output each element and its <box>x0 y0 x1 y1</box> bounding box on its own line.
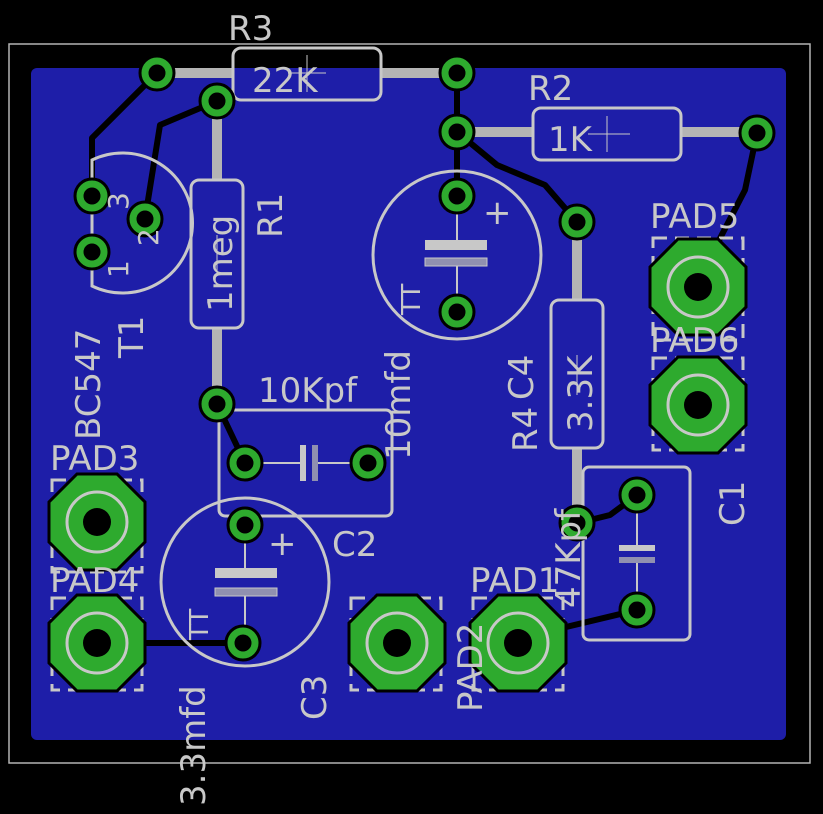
trace-r2-r4 <box>454 129 580 225</box>
pad4-label: PAD4 <box>50 561 139 601</box>
pad1-label: PAD1 <box>470 561 559 601</box>
r3-name: R3 <box>228 9 273 49</box>
pad3 <box>47 472 147 572</box>
pad5 <box>648 237 748 337</box>
c4-tt: TT <box>397 284 427 316</box>
c2-outline <box>217 408 394 518</box>
pad6-label: PAD6 <box>650 321 739 361</box>
c4-name: C4 <box>502 355 542 400</box>
r2-value: 1K <box>548 120 594 160</box>
t1-value: BC547 <box>69 329 109 440</box>
pad6 <box>648 355 748 455</box>
pad4 <box>47 593 147 693</box>
c3-value: 3.3mfd <box>174 685 214 806</box>
c3-plus: + <box>268 524 297 564</box>
t1-pin2: 2 <box>132 228 165 246</box>
large-pads <box>47 237 748 693</box>
r2-name: R2 <box>528 69 573 109</box>
c2-value: 10Kpf <box>258 371 358 411</box>
c1-value: 47Kpf <box>549 508 589 608</box>
pad2-label: PAD2 <box>451 623 491 712</box>
r1-name: R1 <box>251 193 291 238</box>
r4-name: R4 <box>506 407 546 452</box>
silkscreen-text: R3 22K R2 1K R1 1meg C4 10mfd TT + 10Kpf… <box>50 9 753 806</box>
c3-tt: TT <box>185 609 215 641</box>
r1-value: 1meg <box>201 215 241 312</box>
c1-name: C1 <box>713 481 753 526</box>
pad2 <box>347 593 447 693</box>
r3-value: 22K <box>252 61 319 101</box>
board-outline <box>8 43 811 764</box>
pad5-label: PAD5 <box>650 197 739 237</box>
r4-body <box>549 298 605 450</box>
c3-name: C3 <box>295 675 335 720</box>
c4-value: 10mfd <box>379 350 419 460</box>
c4-outline <box>371 169 543 341</box>
t1-pin1: 1 <box>102 260 135 278</box>
c1-outline <box>581 465 692 642</box>
r1-body <box>189 178 245 330</box>
c2-name: C2 <box>332 525 377 565</box>
t1-name: T1 <box>112 316 152 359</box>
c3-outline <box>159 496 331 668</box>
r2-body <box>531 106 683 162</box>
r3-body <box>231 46 383 102</box>
component-pads <box>73 54 776 662</box>
pad3-label: PAD3 <box>50 439 139 479</box>
t1-outline <box>90 151 194 295</box>
t1-pin3: 3 <box>102 192 135 210</box>
trace-r1-t1 <box>142 98 220 222</box>
pad1 <box>468 593 568 693</box>
r4-value: 3.3K <box>561 354 601 432</box>
c4-plus: + <box>483 193 512 233</box>
